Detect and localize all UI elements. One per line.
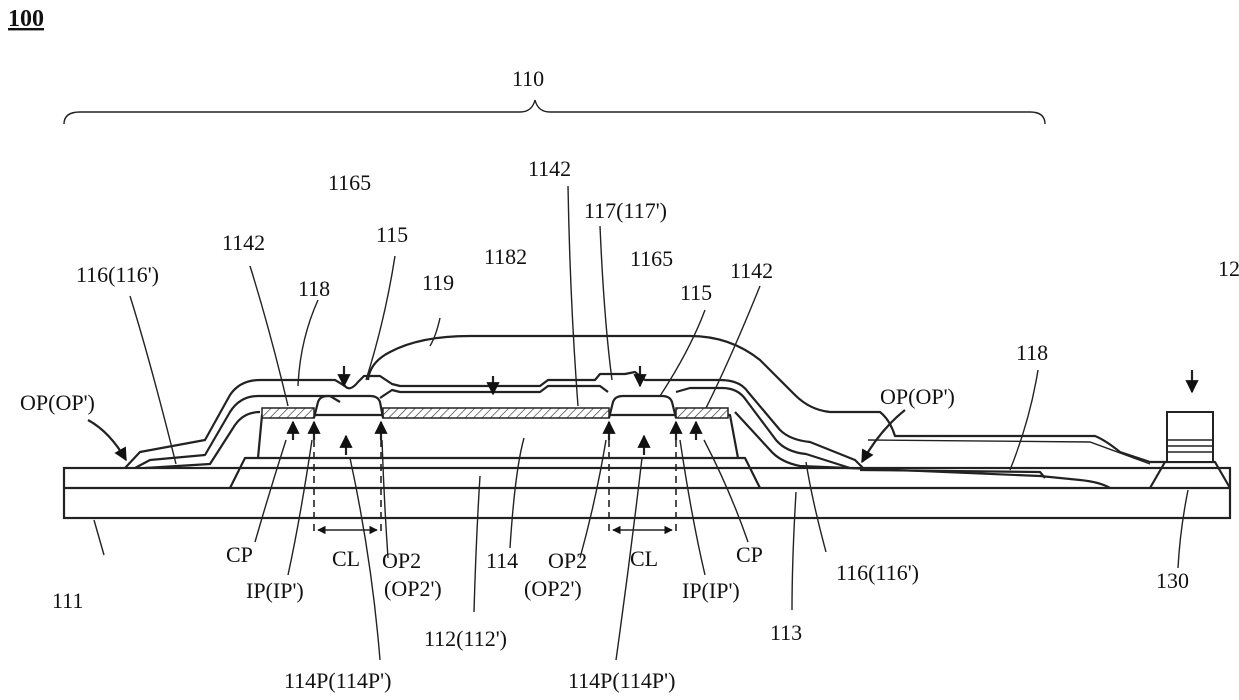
arrow-op-left <box>88 420 126 460</box>
leader-1142-mid <box>568 186 578 406</box>
leader-1142-left <box>250 266 288 406</box>
leader-115-right <box>660 310 705 396</box>
label-ip-right: IP(IP') <box>682 578 740 603</box>
label-118-right: 118 <box>1016 340 1048 365</box>
leader-118-right <box>1010 370 1038 470</box>
figure-number: 100 <box>8 6 44 32</box>
label-120: 120 <box>1218 256 1239 281</box>
hatch-1142-left <box>262 408 314 418</box>
label-op2-right-a: OP2 <box>548 548 587 573</box>
label-cp-right: CP <box>736 542 763 567</box>
label-112: 112(112') <box>424 626 507 651</box>
label-op2-left-b: (OP2') <box>384 576 442 601</box>
label-118-left: 118 <box>298 276 330 301</box>
label-116-right: 116(116') <box>836 560 919 585</box>
module-120 <box>1167 412 1213 462</box>
label-op2-left-a: OP2 <box>382 548 421 573</box>
label-114p-left: 114P(114P') <box>284 668 391 693</box>
label-op-right: OP(OP') <box>880 384 955 409</box>
label-1142-right: 1142 <box>730 258 773 283</box>
label-cl-left: CL <box>332 546 360 571</box>
label-1165-right: 1165 <box>630 246 673 271</box>
substrate-111 <box>64 468 1230 518</box>
label-1142-mid: 1142 <box>528 156 571 181</box>
label-cl-right: CL <box>630 546 658 571</box>
label-110: 110 <box>512 66 544 91</box>
device-brace <box>64 100 1045 124</box>
label-113: 113 <box>770 620 802 645</box>
label-111: 111 <box>52 588 83 613</box>
label-cp-left: CP <box>226 542 253 567</box>
label-op-left: OP(OP') <box>20 390 95 415</box>
leader-117 <box>600 226 612 380</box>
label-op2-right-b: (OP2') <box>524 576 582 601</box>
layer-114 <box>258 415 738 458</box>
label-1182: 1182 <box>484 244 527 269</box>
label-119: 119 <box>422 270 454 295</box>
hatch-1142-right <box>676 408 728 418</box>
leader-119 <box>430 318 440 346</box>
label-1142-left: 1142 <box>222 230 265 255</box>
leader-118-left <box>298 300 318 386</box>
leader-116-left <box>130 296 176 464</box>
layer-116 <box>125 372 865 470</box>
leader-115-left <box>366 256 395 380</box>
label-116-left: 116(116') <box>76 262 159 287</box>
hatch-1142-mid <box>383 408 609 418</box>
label-114p-right: 114P(114P') <box>568 668 675 693</box>
label-ip-left: IP(IP') <box>246 578 304 603</box>
layer-117 <box>135 386 850 468</box>
label-115-left: 115 <box>376 222 408 247</box>
label-117: 117(117') <box>584 198 667 223</box>
label-115-right: 115 <box>680 280 712 305</box>
leader-111 <box>94 520 104 555</box>
label-130: 130 <box>1156 568 1189 593</box>
label-1165-left: 1165 <box>328 170 371 195</box>
label-114: 114 <box>486 548 518 573</box>
